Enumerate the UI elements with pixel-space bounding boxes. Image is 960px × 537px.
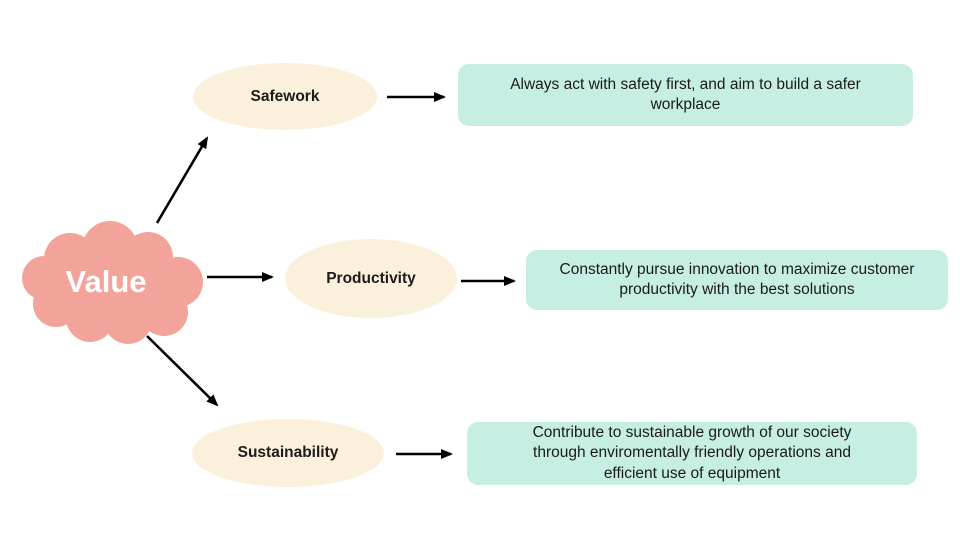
cloud-shape [22, 221, 203, 344]
node-safework-label: Safework [250, 87, 320, 105]
node-sustainability-label: Sustainability [237, 444, 339, 461]
description-sustainability-text: Contribute to sustainable growth of our … [532, 423, 852, 482]
root-label: Value [66, 264, 147, 299]
value-cloud-node: Value [22, 221, 203, 344]
node-productivity-label: Productivity [326, 269, 416, 287]
arrow-value-to-safework [155, 136, 209, 224]
description-safework-text: Always act with safety first, and aim to… [510, 75, 861, 113]
description-productivity: Constantly pursue innovation to maximize… [526, 250, 948, 310]
description-safework: Always act with safety first, and aim to… [458, 64, 913, 126]
description-sustainability: Contribute to sustainable growth of our … [467, 422, 917, 485]
description-productivity-text: Constantly pursue innovation to maximize… [559, 260, 915, 298]
node-safework: Safework [193, 63, 377, 130]
node-sustainability: Sustainability [192, 419, 384, 487]
node-productivity: Productivity [285, 239, 457, 318]
